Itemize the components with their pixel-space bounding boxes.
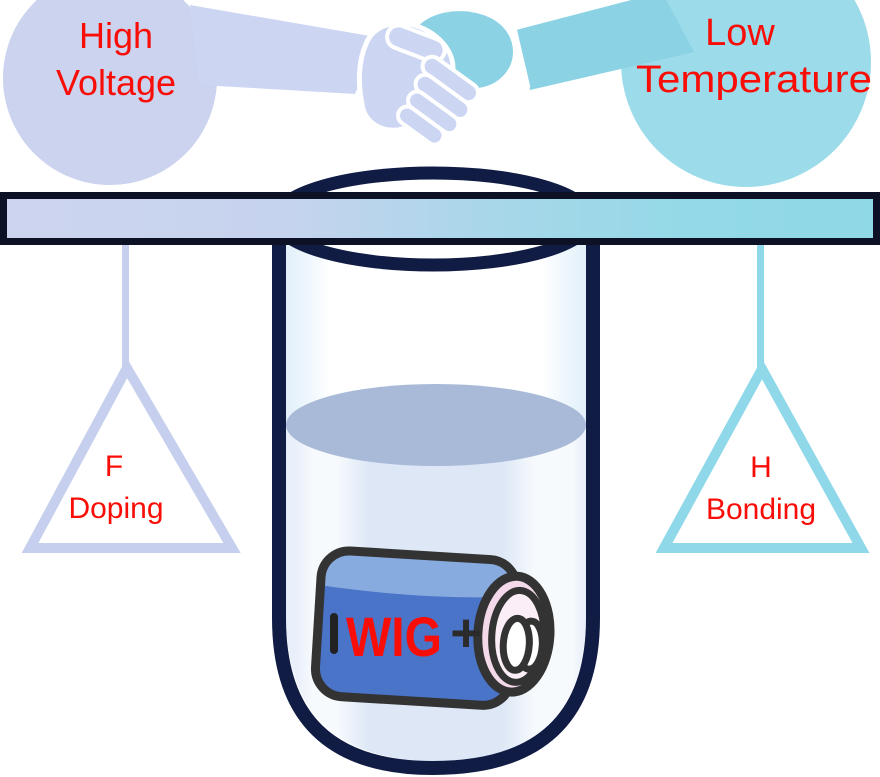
battery-terminal-nub-front (499, 614, 533, 674)
battery (310, 546, 555, 710)
f-doping-label-line1: F (105, 450, 123, 483)
f-doping-label-line2: Doping (68, 492, 163, 525)
tube-outline (272, 245, 600, 776)
right-weight: H Bonding (655, 245, 870, 553)
low-temperature-label-line1: Low (705, 12, 775, 54)
high-voltage-label-line1: High (79, 15, 153, 56)
battery-minus-mark-icon (330, 613, 338, 654)
low-temperature-label-line2: Temperature (636, 59, 872, 101)
handshake-icon (190, 0, 694, 147)
battery-plus-mark: + (450, 603, 482, 663)
battery-name-label: WIG (346, 605, 442, 668)
liquid-surface (286, 384, 586, 466)
left-weight: F Doping (21, 245, 241, 553)
f-doping-triangle (21, 357, 241, 553)
balance-beam (0, 192, 880, 245)
h-bonding-label-line2: Bonding (706, 493, 816, 526)
h-bonding-triangle (655, 358, 870, 553)
high-voltage-circle (3, 0, 217, 185)
high-voltage-label-line2: Voltage (56, 62, 176, 103)
h-bonding-label-line1: H (750, 451, 772, 484)
